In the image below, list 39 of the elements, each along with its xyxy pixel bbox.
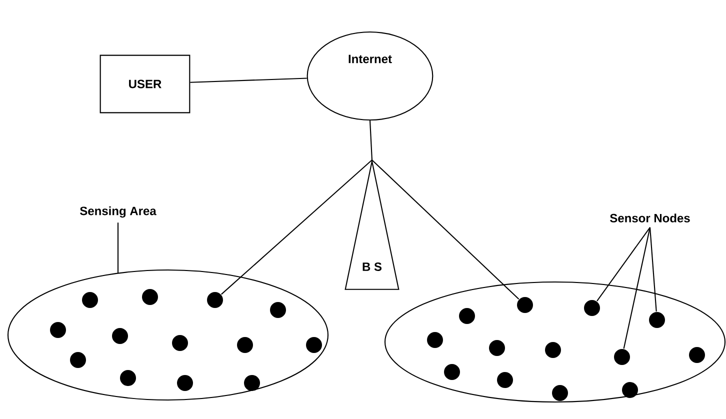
sensor-node-dot	[459, 308, 475, 324]
sensor-node-dot	[552, 385, 568, 401]
sensing-area-ellipse	[384, 281, 726, 403]
sensor-node-dot	[689, 347, 705, 363]
sensor-node-dot	[112, 328, 128, 344]
sensor-node-dot	[237, 337, 253, 353]
sensor-node-dot	[622, 382, 638, 398]
sensor-node-dot	[82, 292, 98, 308]
sensor-node-dot	[306, 337, 322, 353]
sensor-node-dot	[207, 292, 223, 308]
sensor-node-dot	[172, 335, 188, 351]
label: Sensor Nodes	[610, 214, 690, 222]
connector-line	[190, 78, 307, 83]
sensor-node-dot	[427, 332, 443, 348]
leader-line	[623, 227, 651, 349]
connector-line	[372, 160, 520, 300]
sensor-node-dot	[244, 375, 260, 391]
sensor-node-dot	[444, 364, 460, 380]
sensor-node-dot	[497, 372, 513, 388]
sensor-node-dot	[517, 297, 533, 313]
connector-line	[369, 120, 373, 160]
sensor-node-dot	[545, 342, 561, 358]
sensor-node-dot	[649, 312, 665, 328]
connector-line	[221, 160, 372, 295]
sensor-node-dot	[177, 375, 193, 391]
sensor-node-dot	[50, 322, 66, 338]
leader-line	[649, 227, 657, 312]
sensor-node-dot	[489, 340, 505, 356]
label: Sensing Area	[80, 206, 156, 218]
sensor-node-dot	[70, 352, 86, 368]
sensor-node-dot	[270, 302, 286, 318]
sensor-node-dot	[120, 370, 136, 386]
leader-line	[596, 227, 650, 302]
sensor-node-dot	[584, 300, 600, 316]
sensor-node-dot	[614, 349, 630, 365]
user-box: USER	[100, 54, 190, 114]
sensing-area-ellipse	[7, 269, 329, 401]
sensor-node-dot	[142, 289, 158, 305]
leader-line	[117, 222, 119, 274]
